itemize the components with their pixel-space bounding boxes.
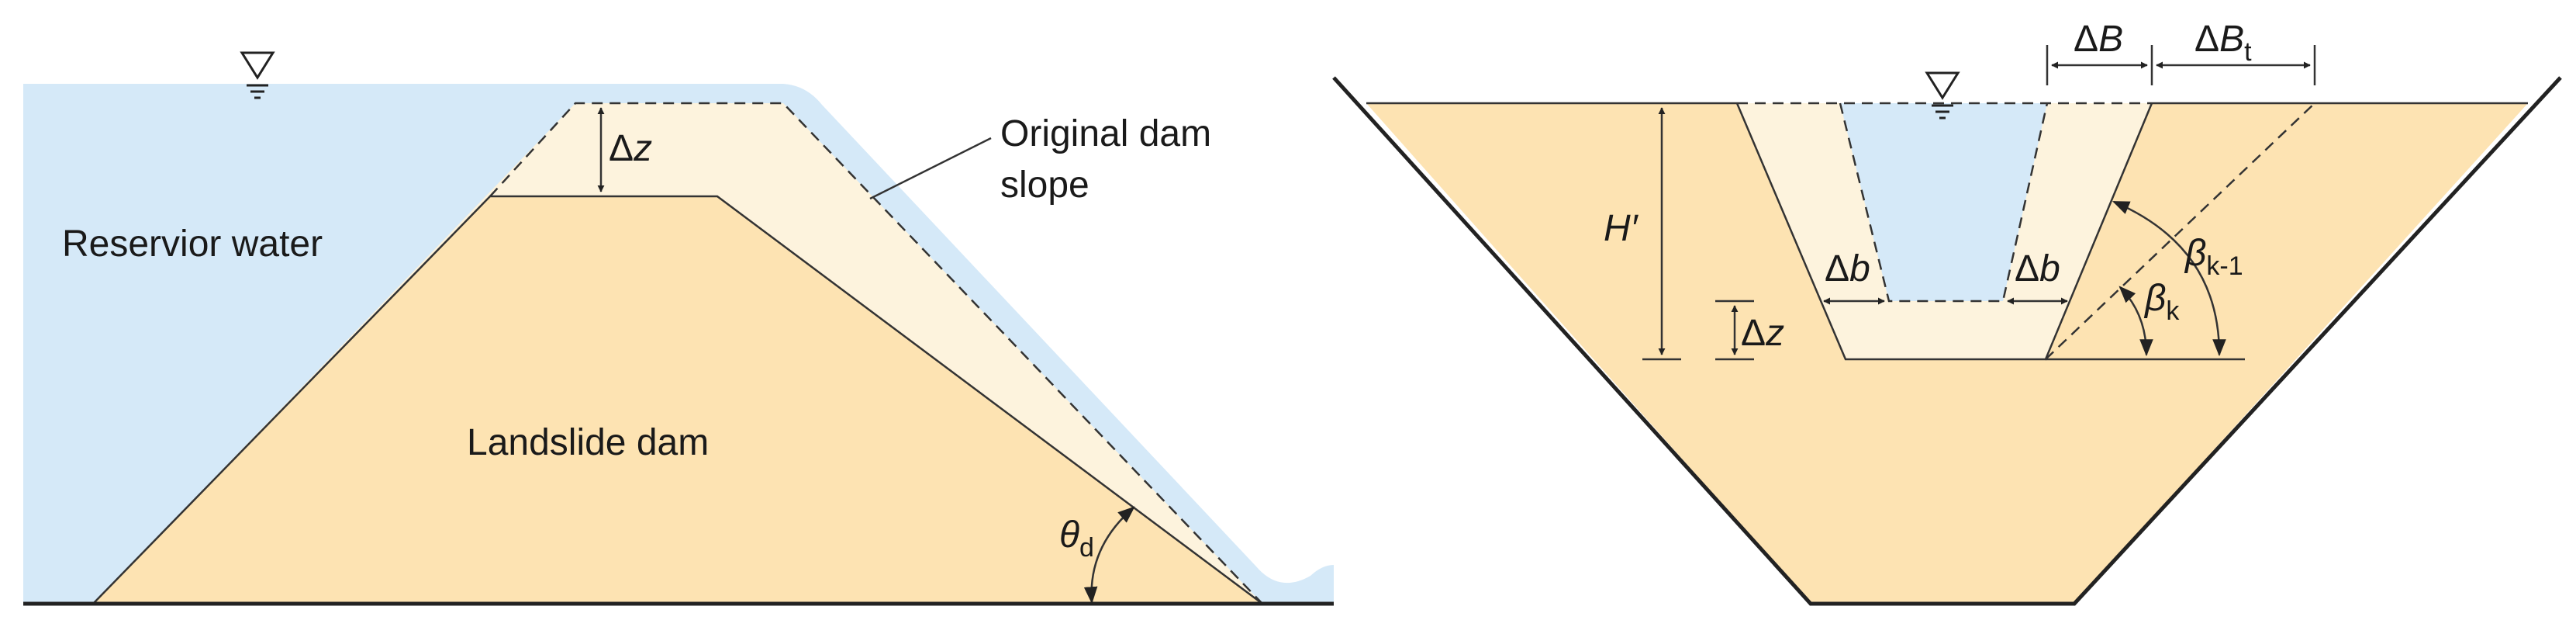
dz-label-left: Δz xyxy=(609,128,652,169)
beta-k-minus-1-arc xyxy=(2112,200,2226,357)
landslide-dam-label: Landslide dam xyxy=(467,422,709,463)
left-panel: Δz Original dam slope Reservior water La… xyxy=(23,51,1334,606)
channel-water xyxy=(1840,103,2047,301)
db-label-right: Δb xyxy=(2015,248,2060,289)
dz-label-right: Δz xyxy=(1741,313,1784,354)
delta-B-label: ΔB xyxy=(2074,19,2123,60)
beta-k-label: βk xyxy=(2143,278,2180,326)
beta-k-minus-1-label: βk-1 xyxy=(2184,233,2243,281)
db-label-left: Δb xyxy=(1825,248,1870,289)
theta-d-arc xyxy=(1083,506,1135,604)
water-level-triangle-icon xyxy=(240,51,275,99)
beta-k-arc xyxy=(2118,286,2153,357)
original-dam-slope-label-1: Original dam xyxy=(1000,113,1211,154)
theta-d-label: θd xyxy=(1059,514,1094,563)
valley-outline xyxy=(1332,76,2562,606)
delta-Bt-label: ΔBt xyxy=(2194,19,2252,67)
previous-channel-outline xyxy=(1839,102,2049,303)
slope-leader-line xyxy=(869,137,992,200)
right-panel: H′ Δz Δb Δb ΔB ΔBt βk-1 βk xyxy=(1332,19,2562,606)
remaining-dam-outline xyxy=(92,195,1263,605)
water-level-triangle-icon-right xyxy=(1925,71,1960,120)
original-dam-slope-line xyxy=(489,102,1263,604)
reservoir-water-label: Reservior water xyxy=(62,223,323,265)
landslide-dam-body xyxy=(93,196,1262,604)
original-dam-slope-label-2: slope xyxy=(1000,165,1089,206)
h-prime-label: H′ xyxy=(1604,208,1639,249)
current-channel-outline xyxy=(1735,102,2153,361)
